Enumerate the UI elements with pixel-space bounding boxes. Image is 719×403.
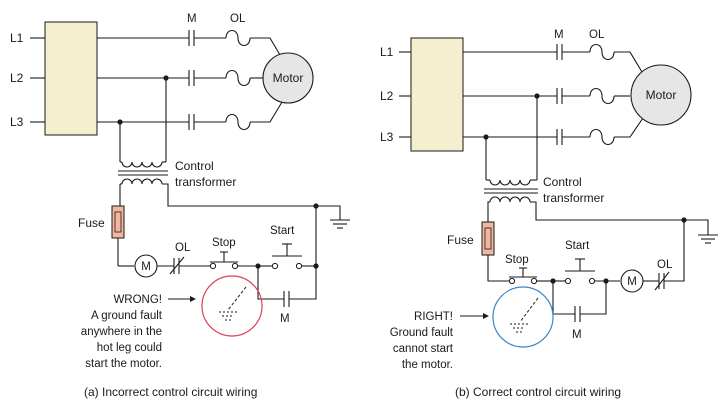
overload-heater-l3 — [589, 128, 615, 146]
aux-contact-label: M — [572, 329, 582, 341]
overload-heater-l2 — [589, 87, 615, 105]
wrong-note-line5: start the motor. — [85, 358, 162, 370]
right-note-line3: cannot start — [393, 343, 454, 355]
disconnect-box — [410, 37, 464, 152]
wrong-note-line3: anywhere in the — [81, 326, 162, 338]
overload-label: OL — [589, 29, 605, 41]
transformer-label: Control — [175, 159, 214, 173]
main-contact-l2 — [556, 88, 590, 104]
motor-label: Motor — [646, 88, 677, 102]
line-label-l3: L3 — [10, 115, 24, 129]
fuse-label: Fuse — [78, 216, 105, 230]
right-note-line4: the motor. — [402, 359, 453, 371]
motor — [630, 64, 692, 126]
start-label: Start — [270, 225, 295, 237]
stop-label: Stop — [212, 237, 236, 249]
main-contact-l2 — [188, 70, 226, 86]
control-transformer — [484, 179, 538, 203]
coil-label: M — [141, 261, 151, 273]
fault-ground-symbol — [510, 323, 528, 333]
start-label: Start — [565, 240, 590, 252]
overload-heater-l3 — [225, 113, 251, 131]
stop-label: Stop — [505, 254, 529, 266]
line-label-l2: L2 — [10, 71, 24, 85]
main-contact-l3 — [188, 114, 226, 130]
line-label-l1: L1 — [10, 31, 24, 45]
overload-heater-l2 — [225, 69, 251, 87]
right-note-line2: Ground fault — [390, 327, 454, 339]
coil-label: M — [627, 276, 637, 288]
overload-label: OL — [230, 13, 246, 25]
overload-heater-l1 — [225, 29, 251, 47]
disconnect-box — [44, 21, 98, 136]
caption-b: (b) Correct control circuit wiring — [455, 385, 621, 399]
stop-button — [209, 251, 239, 270]
wrong-note-line4: hot leg could — [97, 342, 162, 354]
fuse-label: Fuse — [447, 233, 474, 247]
transformer-label-line2: transformer — [175, 175, 236, 189]
aux-contact-label: M — [280, 313, 290, 325]
start-button — [271, 243, 303, 270]
contact-label: M — [554, 29, 564, 41]
line-label-l1: L1 — [380, 45, 394, 59]
fault-ground-symbol — [219, 311, 237, 321]
overload-heater-l1 — [589, 43, 615, 61]
fault-circle — [201, 275, 263, 337]
start-button — [564, 258, 596, 285]
wrong-note-line1: WRONG! — [113, 294, 162, 306]
right-note-line1: RIGHT! — [414, 311, 453, 323]
motor-label: Motor — [273, 71, 304, 85]
wrong-note-line2: A ground fault — [91, 310, 163, 322]
transformer-label-line2: transformer — [543, 191, 604, 205]
diagram-b: L1 L2 L3 M OL Motor — [380, 29, 718, 399]
caption-a: (a) Incorrect control circuit wiring — [84, 385, 257, 399]
contact-label: M — [187, 13, 197, 25]
ol-contact-label: OL — [175, 242, 191, 254]
main-contact-l3 — [556, 129, 590, 145]
fuse — [481, 221, 495, 256]
main-contact-l1 — [188, 30, 226, 46]
control-transformer — [118, 161, 168, 185]
main-contact-l1 — [556, 44, 590, 60]
ground-symbol — [698, 234, 718, 244]
motor — [262, 52, 314, 104]
fuse — [111, 205, 125, 239]
ol-contact-label: OL — [657, 259, 673, 271]
line-label-l3: L3 — [380, 130, 394, 144]
stop-button — [508, 267, 538, 285]
diagram-a: L1 L2 L3 M OL — [10, 13, 350, 399]
fault-circle — [492, 286, 554, 348]
ground-symbol — [330, 219, 350, 229]
transformer-label: Control — [543, 175, 582, 189]
line-label-l2: L2 — [380, 89, 394, 103]
